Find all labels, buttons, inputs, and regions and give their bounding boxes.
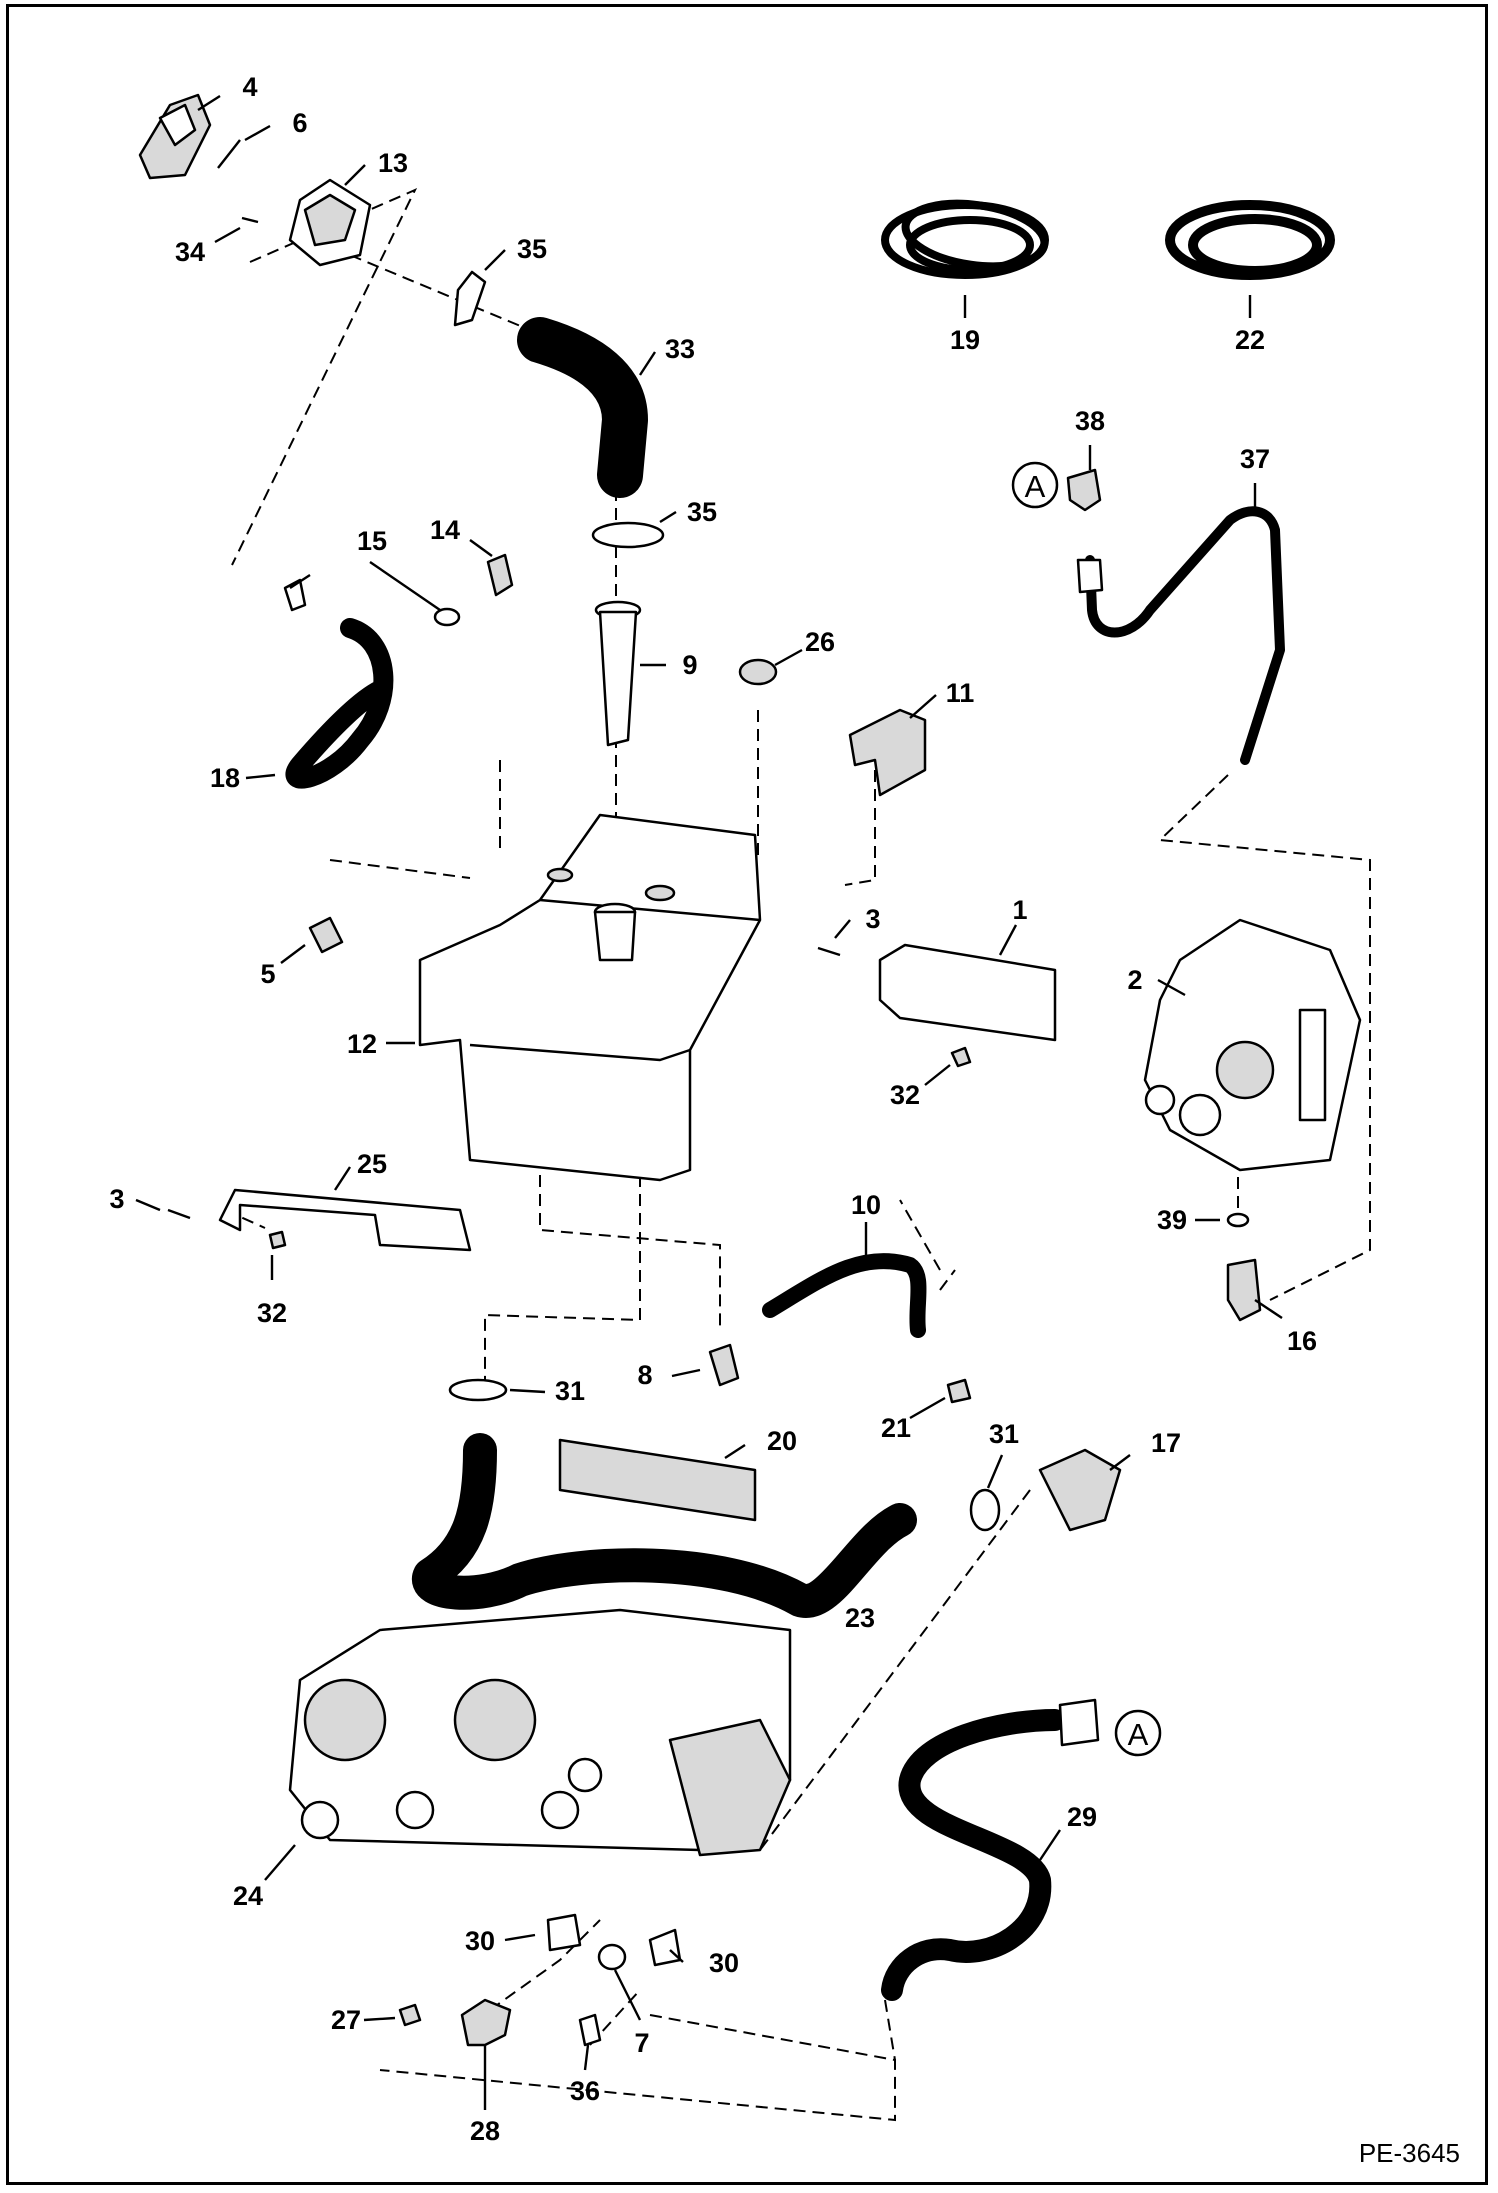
coiled-hose-part-19 — [881, 199, 1049, 279]
screw-part — [241, 216, 259, 224]
callout-2: 2 — [1127, 965, 1142, 995]
callout-26: 26 — [805, 627, 835, 657]
callout-18: 18 — [210, 763, 240, 793]
reference-marker-lower: A — [1114, 1709, 1162, 1757]
callout-3-lower: 3 — [109, 1184, 124, 1214]
flange-half-part-left — [546, 1913, 582, 1952]
bracket-part-lower — [218, 1188, 472, 1252]
callout-23: 23 — [845, 1603, 875, 1633]
callout-29: 29 — [1067, 1802, 1097, 1832]
hose-sleeve-part — [558, 1438, 757, 1522]
callout-33: 33 — [665, 334, 695, 364]
callout-8: 8 — [637, 1360, 652, 1390]
callout-37: 37 — [1240, 444, 1270, 474]
callout-24: 24 — [233, 1881, 263, 1911]
bolt-part-36 — [578, 2013, 602, 2047]
callout-13: 13 — [378, 148, 408, 178]
callout-38: 38 — [1075, 406, 1105, 436]
hydraulic-tank-part — [418, 813, 762, 1182]
pump-assembly-part — [288, 1608, 792, 1857]
callout-7: 7 — [634, 2028, 649, 2058]
cap-part-21 — [946, 1378, 972, 1404]
callout-39: 39 — [1157, 1205, 1187, 1235]
nut-part-upper — [950, 1046, 972, 1068]
callout-1: 1 — [1012, 895, 1027, 925]
gasket-part — [217, 139, 241, 169]
gear-pump-part — [1143, 918, 1362, 1172]
hydraulic-hose-part-29 — [881, 1709, 1066, 2001]
hose-clamp-part-upper — [453, 270, 487, 327]
drain-plug-part — [308, 916, 344, 954]
filler-tube-part — [594, 600, 642, 747]
reference-marker-label: A — [1025, 469, 1046, 504]
drawing-code: PE-3645 — [1359, 2138, 1460, 2168]
plug-part — [738, 658, 778, 686]
callout-9: 9 — [682, 650, 697, 680]
callout-labels: 4 6 13 34 35 33 19 22 38 37 35 15 14 9 2… — [109, 72, 1317, 2146]
callout-11: 11 — [946, 678, 975, 708]
parts: A — [138, 93, 1362, 2047]
reference-marker-label-lower: A — [1128, 1717, 1149, 1752]
bracket-part — [878, 943, 1057, 1042]
tube-nut-part — [1076, 558, 1104, 594]
clamp-part-31-lower — [969, 1488, 1001, 1532]
callout-17: 17 — [1151, 1428, 1181, 1458]
callout-12: 12 — [347, 1029, 377, 1059]
callout-27: 27 — [331, 2005, 361, 2035]
callout-30: 30 — [465, 1926, 495, 1956]
callout-34: 34 — [175, 237, 205, 267]
callout-22: 22 — [1235, 325, 1265, 355]
callout-15: 15 — [357, 526, 387, 556]
callout-35-lower: 35 — [687, 497, 717, 527]
callout-30-right: 30 — [709, 1948, 739, 1978]
plug-part-27 — [398, 2003, 422, 2027]
clamp-part-31-upper — [448, 1378, 508, 1402]
callout-31-lower: 31 — [989, 1419, 1019, 1449]
callout-21: 21 — [881, 1413, 911, 1443]
callout-25: 25 — [357, 1149, 387, 1179]
o-ring-part — [1226, 1212, 1250, 1228]
tube-line-part — [1085, 506, 1285, 765]
flange-half-part-right — [648, 1928, 682, 1967]
callout-19: 19 — [950, 325, 980, 355]
cover-part — [848, 708, 927, 797]
fitting-part-8 — [708, 1343, 740, 1387]
o-ring-part-7 — [597, 1943, 627, 1971]
callout-20: 20 — [767, 1426, 797, 1456]
nut-part-lower — [268, 1230, 287, 1250]
bolt-part-lower — [167, 1208, 191, 1220]
elbow-fitting-part — [1066, 468, 1102, 512]
callout-28: 28 — [470, 2116, 500, 2146]
fitting-part-16 — [1226, 1258, 1262, 1322]
callout-32-lower: 32 — [257, 1298, 287, 1328]
reference-marker-upper: A — [1011, 461, 1059, 509]
callout-5: 5 — [260, 959, 275, 989]
callout-6: 6 — [292, 108, 307, 138]
elbow-part-28 — [460, 1998, 512, 2047]
callout-3: 3 — [865, 904, 880, 934]
callout-36: 36 — [570, 2076, 600, 2106]
fill-cap-part — [138, 93, 212, 180]
clamp-part-small — [433, 607, 461, 627]
callout-32: 32 — [890, 1080, 920, 1110]
callout-35: 35 — [517, 234, 547, 264]
callout-31: 31 — [555, 1376, 585, 1406]
bolt-part-upper — [817, 946, 841, 957]
leader-lines — [135, 94, 1283, 2110]
hose-end-part-29 — [1058, 1698, 1100, 1747]
callout-4: 4 — [242, 72, 257, 102]
elbow-fitting-part-14 — [486, 553, 514, 597]
tee-fitting-part — [1038, 1448, 1122, 1532]
filler-neck-part — [288, 178, 372, 267]
elbow-hose-part — [517, 317, 648, 498]
callout-14: 14 — [430, 515, 460, 545]
callout-16: 16 — [1287, 1326, 1317, 1356]
hose-loop-part — [285, 618, 394, 789]
hose-clamp-part-lower — [591, 521, 665, 549]
hose-part-10 — [762, 1253, 927, 1338]
callout-10: 10 — [851, 1190, 881, 1220]
coiled-sleeve-part-22 — [1165, 200, 1335, 280]
